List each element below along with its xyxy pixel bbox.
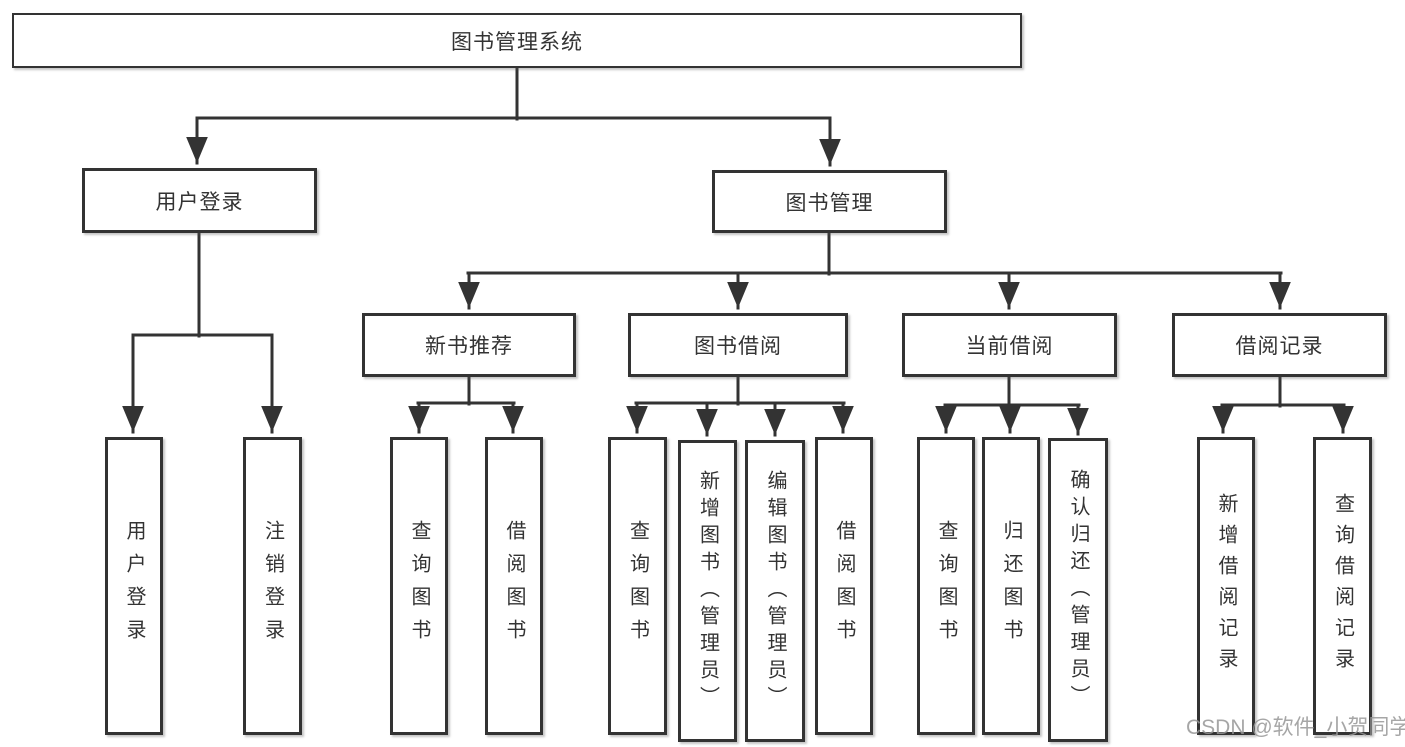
node-new-book-recommend: 新书推荐 [362,313,576,377]
leaf-label: 查询借阅记录 [1331,493,1354,679]
leaf-cb-query-book: 查询图书 [917,437,975,735]
leaf-label: 新增图书（管理员） [696,469,719,713]
node-label: 用户登录 [155,190,244,214]
leaf-bb-edit-book-admin: 编辑图书（管理员） [745,440,805,742]
leaf-user-login: 用户登录 [105,437,163,735]
leaf-bb-add-book-admin: 新增图书（管理员） [678,440,737,742]
node-book-management: 图书管理 [712,170,947,233]
node-label: 当前借阅 [965,335,1054,358]
leaf-label: 借阅图书 [503,520,525,652]
node-system-root: 图书管理系统 [12,13,1022,68]
leaf-br-query-record: 查询借阅记录 [1313,437,1372,735]
leaf-label: 借阅图书 [833,520,855,652]
leaf-label: 确认归还（管理员） [1067,468,1089,712]
node-user-login: 用户登录 [82,168,317,233]
leaf-bb-query-book: 查询图书 [608,437,667,735]
leaf-label: 查询图书 [935,520,957,652]
node-label: 图书管理系统 [451,30,583,54]
leaf-label: 编辑图书（管理员） [764,469,786,713]
csdn-watermark: CSDN @软件_小贺同学 [1186,716,1405,739]
node-book-borrow: 图书借阅 [628,313,848,377]
node-current-borrow: 当前借阅 [902,313,1117,377]
node-label: 图书借阅 [694,335,782,358]
node-label: 借阅记录 [1235,335,1324,358]
leaf-br-add-record: 新增借阅记录 [1197,437,1255,735]
leaf-logout: 注销登录 [243,437,302,735]
node-borrow-record: 借阅记录 [1172,313,1387,377]
leaf-label: 归还图书 [1000,520,1022,652]
leaf-label: 用户登录 [123,520,145,652]
leaf-nbr-borrow-book: 借阅图书 [485,437,543,735]
leaf-nbr-query-book: 查询图书 [390,437,448,735]
leaf-label: 查询图书 [626,520,649,652]
leaf-label: 注销登录 [261,520,284,652]
leaf-cb-confirm-return-admin: 确认归还（管理员） [1048,438,1108,742]
leaf-label: 新增借阅记录 [1215,493,1237,679]
leaf-bb-borrow-book: 借阅图书 [815,437,873,735]
leaf-cb-return-book: 归还图书 [982,437,1040,735]
leaf-label: 查询图书 [408,520,430,652]
node-label: 新书推荐 [425,335,513,358]
node-label: 图书管理 [785,191,874,215]
